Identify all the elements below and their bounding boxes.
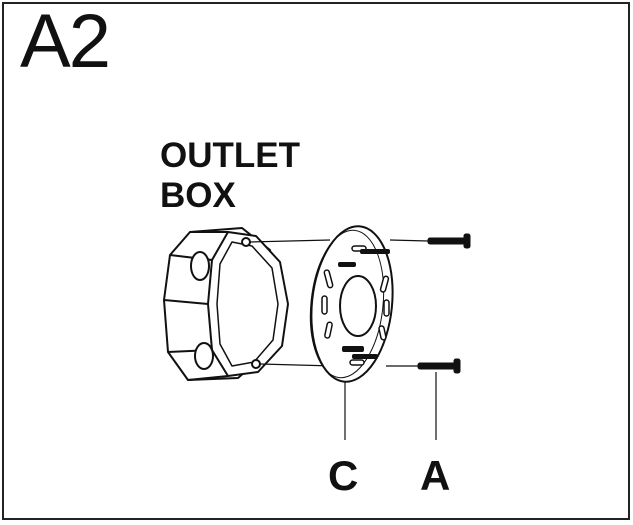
diagram-frame [2,2,630,520]
callout-a: A [420,452,451,499]
outlet-box-icon [163,227,289,381]
screw-icon [417,233,471,374]
callout-c: C [328,452,359,499]
title-line-2: BOX [160,176,236,215]
title-line-1: OUTLET [160,136,300,175]
mounting-plate-icon [309,225,394,383]
part-title: OUTLET BOX [160,136,300,216]
step-label: A2 [20,0,111,84]
